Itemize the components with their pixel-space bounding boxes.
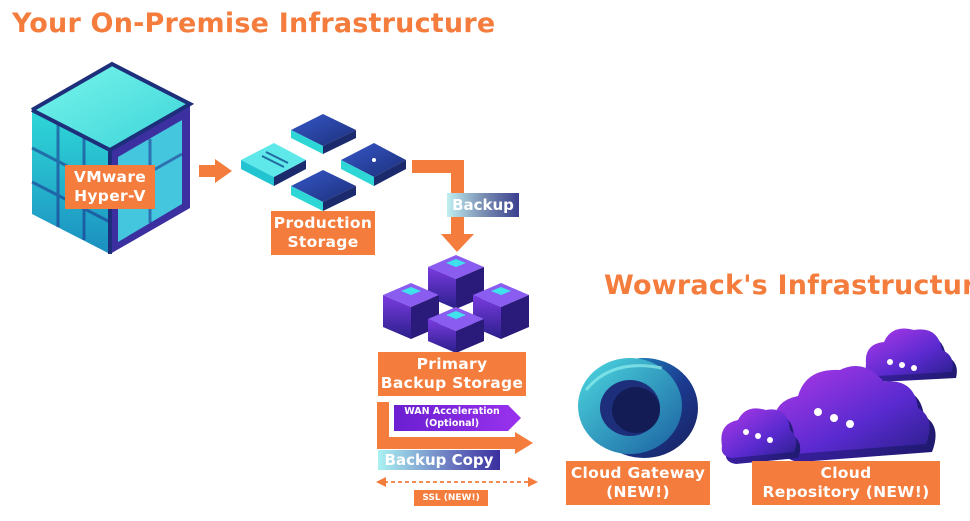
cloud-repository-line1: Cloud: [820, 464, 872, 482]
cloud-gateway-line2: (NEW!): [606, 483, 670, 501]
wan-acceleration-text: WAN Acceleration (Optional): [394, 405, 510, 431]
hypervisor-cube-icon: [31, 61, 195, 254]
ssl-connector: [376, 477, 538, 487]
cloud-repository-label: Cloud Repository (NEW!): [752, 461, 940, 505]
primary-backup-storage-label: Primary Backup Storage: [378, 352, 526, 396]
large-cloud-icon: [774, 366, 936, 462]
arrow-backup-to-gateway: [377, 402, 533, 454]
wan-acceleration-arrow: [394, 405, 521, 431]
small-cloud-left-icon: [721, 408, 801, 464]
production-storage-icon: [241, 114, 406, 211]
on-premise-heading: Your On-Premise Infrastructure: [12, 8, 496, 39]
primary-backup-line1: Primary: [416, 355, 488, 373]
vmware-label-line1: VMware: [73, 168, 147, 186]
backup-copy-badge: [378, 450, 500, 470]
vmware-hyperv-label: VMware Hyper-V: [65, 165, 155, 209]
backup-copy-text: Backup Copy: [384, 451, 494, 469]
vmware-label-line2: Hyper-V: [74, 187, 146, 205]
wowrack-heading: Wowrack's Infrastructure: [604, 270, 970, 301]
cloud-repository-line2: Repository (NEW!): [762, 483, 930, 501]
ssl-label: SSL (NEW!): [414, 490, 488, 506]
wan-line1: WAN Acceleration: [404, 406, 500, 417]
wan-line2: (Optional): [424, 418, 480, 429]
cloud-gateway-ring-icon: [578, 358, 698, 458]
primary-backup-line2: Backup Storage: [380, 374, 524, 392]
cloud-gateway-line1: Cloud Gateway: [570, 464, 706, 482]
backup-servers-icon: [383, 255, 529, 353]
production-label-line1: Production: [273, 214, 373, 232]
backup-badge-text: Backup: [452, 196, 514, 214]
cloud-repository-icon: [721, 328, 957, 464]
arrow-vmware-to-production: [199, 159, 232, 183]
cloud-gateway-label: Cloud Gateway (NEW!): [566, 461, 710, 505]
production-storage-label: Production Storage: [271, 211, 375, 255]
small-cloud-top-right-icon: [865, 328, 957, 382]
backup-badge: [447, 193, 519, 217]
production-label-line2: Storage: [287, 233, 359, 251]
